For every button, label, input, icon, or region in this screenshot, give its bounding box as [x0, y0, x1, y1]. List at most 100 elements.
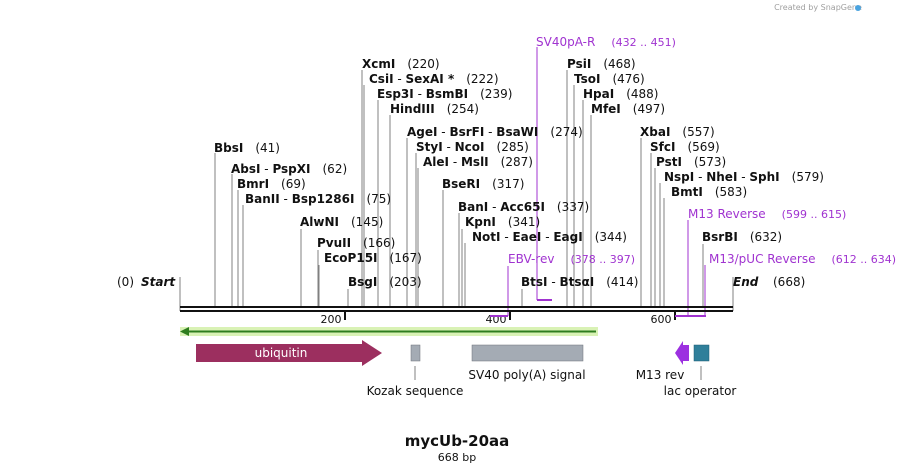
site-position: (203)	[389, 275, 421, 289]
enzyme-name: BanI	[458, 200, 488, 214]
snapgene-credit: Created by SnapGene	[774, 3, 862, 12]
primer-label: M13 Reverse(599 .. 615)	[688, 207, 846, 221]
enzyme-name: BsgI	[348, 275, 377, 289]
enzyme-name: BseRI	[442, 177, 480, 191]
site-label: XbaI (557)	[640, 125, 715, 139]
site-label: Esp3I - BsmBI (239)	[377, 87, 512, 101]
site-position: (75)	[366, 192, 391, 206]
site-separator: -	[737, 170, 749, 184]
enzyme-name: PvuII	[317, 236, 351, 250]
enzyme-name: XbaI	[640, 125, 670, 139]
enzyme-name: AleI	[423, 155, 449, 169]
lac-operator-label: lac operator	[664, 384, 737, 398]
sequence-ends: (0) Start End (668)	[117, 275, 805, 289]
site-label: PstI(573)	[656, 155, 726, 169]
end-label: End	[733, 275, 759, 289]
site-position: (166)	[363, 236, 395, 250]
sv40-polya-feature	[471, 344, 584, 362]
site-separator: -	[694, 170, 706, 184]
enzyme-name: NcoI	[455, 140, 485, 154]
primer-name: M13/pUC Reverse	[709, 252, 816, 266]
enzyme-name: BsrFI	[449, 125, 484, 139]
dna-backbone	[179, 277, 734, 312]
site-position: (167)	[390, 251, 422, 265]
enzyme-name: BsmBI	[426, 87, 468, 101]
start-label: Start	[141, 275, 176, 289]
site-position: (341)	[508, 215, 540, 229]
enzyme-name: CsiI	[369, 72, 394, 86]
primer-leader-lines	[507, 47, 706, 316]
primer-binding-marks	[490, 299, 706, 317]
enzyme-name: BtsαI	[559, 275, 594, 289]
primer-label: SV40pA-R(432 .. 451)	[536, 35, 676, 49]
site-label: AleI - MslI(287)	[423, 155, 533, 169]
site-position: (569)	[687, 140, 719, 154]
enzyme-name: PsiI	[567, 57, 591, 71]
site-label: HpaI (488)	[583, 87, 658, 101]
orf-arrow-icon	[180, 327, 189, 336]
enzyme-name: BsrBI	[702, 230, 738, 244]
site-position: (632)	[750, 230, 782, 244]
site-label: NotI - EaeI - EagI(344)	[472, 230, 627, 244]
enzyme-name: HpaI	[583, 87, 614, 101]
site-leader-lines	[214, 70, 704, 306]
primer-label: EBV-rev (378 .. 397)	[508, 252, 635, 266]
site-label: BsrBI (632)	[702, 230, 782, 244]
enzyme-name: SexAI *	[406, 72, 455, 86]
ubiquitin-feature	[196, 340, 382, 366]
primer-range: (378 .. 397)	[570, 253, 635, 266]
site-separator: -	[484, 125, 496, 139]
enzyme-name: AlwNI	[300, 215, 339, 229]
kozak-label: Kozak sequence	[367, 384, 464, 398]
site-position: (285)	[497, 140, 529, 154]
site-label: CsiI - SexAI *(222)	[369, 72, 499, 86]
enzyme-name: BanII	[245, 192, 280, 206]
site-position: (488)	[626, 87, 658, 101]
enzyme-name: SfcI	[650, 140, 675, 154]
enzyme-name: KpnI	[465, 215, 496, 229]
axis: 200 400 600	[321, 312, 676, 326]
site-position: (573)	[694, 155, 726, 169]
snapgene-logo-icon	[855, 5, 861, 11]
site-label: BsgI (203)	[348, 275, 422, 289]
ubiquitin-label: ubiquitin	[255, 346, 308, 360]
site-label: BbsI(41)	[214, 141, 280, 155]
end-position: (668)	[773, 275, 805, 289]
site-position: (239)	[480, 87, 512, 101]
site-label: AlwNI(145)	[300, 215, 383, 229]
site-position: (287)	[501, 155, 533, 169]
primer-labels: SV40pA-R(432 .. 451) EBV-rev (378 .. 397) M…	[508, 35, 896, 266]
site-position: (69)	[281, 177, 306, 191]
tick-label-200: 200	[321, 313, 342, 326]
site-position: (344)	[595, 230, 627, 244]
enzyme-name: Esp3I	[377, 87, 414, 101]
site-position: (583)	[715, 185, 747, 199]
site-position: (557)	[682, 125, 714, 139]
enzyme-name: BmrI	[237, 177, 269, 191]
m13-rev-label: M13 rev	[636, 368, 685, 382]
site-label: BseRI (317)	[442, 177, 524, 191]
enzyme-name: StyI	[416, 140, 443, 154]
site-label: EcoP15I (167)	[324, 251, 422, 265]
enzyme-name: Acc65I	[500, 200, 545, 214]
site-separator: -	[541, 230, 553, 244]
tick-label-600: 600	[651, 313, 672, 326]
enzyme-name: AbsI	[231, 162, 260, 176]
site-position: (317)	[492, 177, 524, 191]
site-label: NspI - NheI - SphI(579)	[664, 170, 824, 184]
site-position: (337)	[557, 200, 589, 214]
site-label: AgeI - BsrFI - BsaWI(274)	[407, 125, 583, 139]
site-label: PsiI(468)	[567, 57, 636, 71]
site-label: BmtI(583)	[671, 185, 747, 199]
sv40-polya-label: SV40 poly(A) signal	[468, 368, 585, 382]
site-label: HindIII(254)	[390, 102, 479, 116]
enzyme-name: XcmI	[362, 57, 395, 71]
enzyme-name: EcoP15I	[324, 251, 378, 265]
site-position: (497)	[633, 102, 665, 116]
enzyme-name: BbsI	[214, 141, 243, 155]
site-separator: -	[414, 87, 426, 101]
enzyme-name: HindIII	[390, 102, 435, 116]
start-position: (0)	[117, 275, 134, 289]
primer-name: EBV-rev	[508, 252, 554, 266]
